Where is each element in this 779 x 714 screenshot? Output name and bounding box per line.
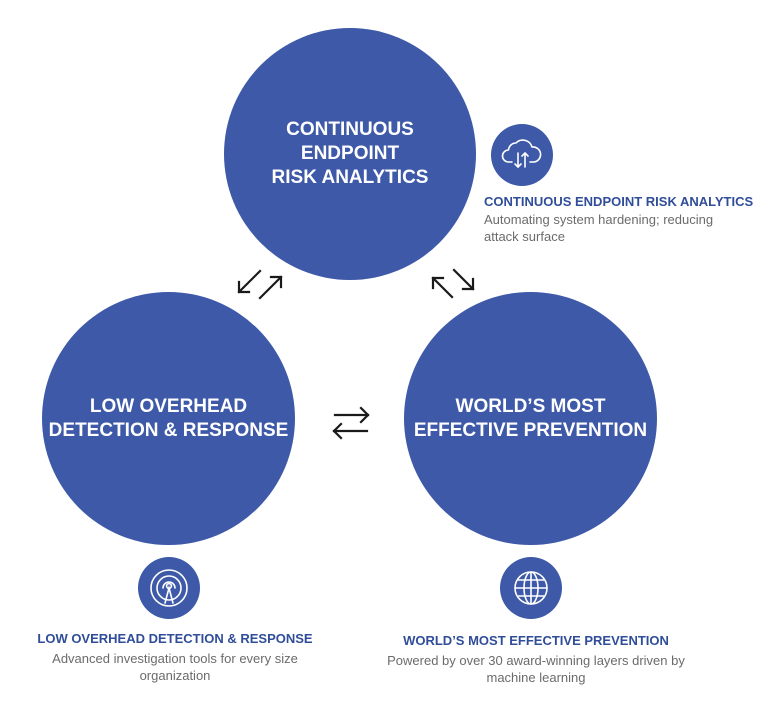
globe-icon [500,557,562,619]
circle-label-line: EFFECTIVE PREVENTION [413,419,648,441]
cloud-sync-icon [491,124,553,186]
circle-continuous-endpoint-risk-analytics: CONTINUOUS ENDPOINT RISK ANALYTICS [224,28,476,280]
caption-line: organization [139,668,211,683]
circle-label-line: ENDPOINT [300,143,400,164]
caption-description: Powered by over 30 award-winning layers … [372,652,700,686]
circle-worlds-most-effective-prevention: WORLD’S MOST EFFECTIVE PREVENTION [404,292,657,545]
caption-line: Advanced investigation tools for every s… [52,651,298,666]
caption-line: attack surface [484,229,565,244]
bidirectional-arrow-icon [237,269,283,300]
circle-label-line: DETECTION & RESPONSE [48,419,289,441]
bidirectional-arrow-icon [431,268,475,299]
caption-title: CONTINUOUS ENDPOINT RISK ANALYTICS [484,194,754,209]
caption-description: Automating system hardening; reducing at… [484,211,754,245]
circle-label-line: WORLD’S MOST [455,395,606,417]
circle-label-line: LOW OVERHEAD [89,395,248,417]
caption-line: machine learning [486,670,586,685]
caption-line: Powered by over 30 award-winning layers … [387,653,685,668]
caption-title: WORLD’S MOST EFFECTIVE PREVENTION [403,633,669,648]
circle-label-line: CONTINUOUS [286,119,414,140]
broadcast-tower-icon [138,557,200,619]
circle-low-overhead-detection-response: LOW OVERHEAD DETECTION & RESPONSE [42,292,295,545]
caption-title: LOW OVERHEAD DETECTION & RESPONSE [37,631,313,646]
swap-arrows-icon [332,406,370,440]
circle-label-line: RISK ANALYTICS [271,167,429,188]
caption-description: Advanced investigation tools for every s… [20,650,330,684]
caption-line: Automating system hardening; reducing [484,212,714,227]
